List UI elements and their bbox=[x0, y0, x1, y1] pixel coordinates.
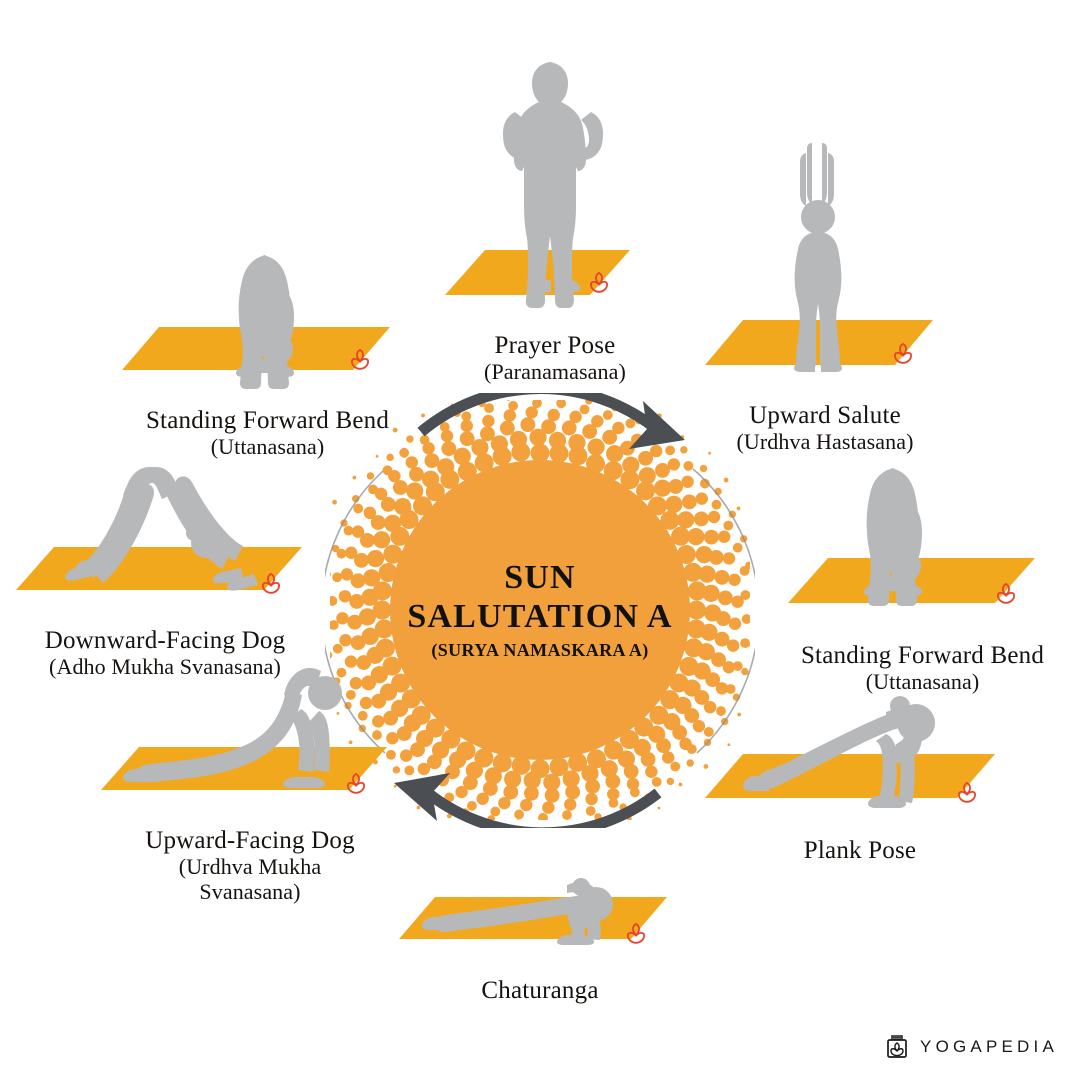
pose-caption: Chaturanga bbox=[481, 977, 598, 1005]
pose-standing-forward-bend-right[interactable]: Standing Forward Bend (Uttanasana) bbox=[775, 450, 1070, 695]
figure-silhouette bbox=[123, 668, 342, 788]
mat-lotus-icon bbox=[589, 271, 609, 293]
pose-name-en: Upward-Facing Dog bbox=[145, 827, 355, 854]
mat-lotus-icon bbox=[261, 572, 281, 594]
mat-lotus-icon bbox=[346, 772, 366, 794]
pose-illustration bbox=[430, 40, 680, 325]
mat-lotus-icon bbox=[626, 922, 646, 944]
pose-illustration bbox=[700, 125, 950, 395]
pose-name-en: Standing Forward Bend bbox=[145, 407, 390, 434]
book-lotus-icon bbox=[887, 1035, 907, 1058]
figure-silhouette bbox=[794, 143, 842, 372]
pose-name-en: Chaturanga bbox=[481, 977, 599, 1004]
mat-lotus-icon bbox=[957, 781, 977, 803]
center-title-line1: SUN bbox=[504, 559, 576, 597]
figure-silhouette bbox=[422, 878, 613, 945]
brand-name: YOGAPEDIA bbox=[920, 1037, 1058, 1056]
ring-guide-right bbox=[692, 468, 755, 754]
pose-name-sa: (Adho Mukha Svanasana) bbox=[49, 654, 281, 679]
pose-illustration bbox=[395, 855, 685, 970]
cycle-arrows bbox=[325, 393, 755, 828]
mat-lotus-icon bbox=[996, 582, 1016, 604]
mat-lotus-icon bbox=[350, 348, 370, 370]
pose-name-sa: (Uttanasana) bbox=[210, 434, 325, 459]
dotted-sun-rays bbox=[330, 400, 750, 820]
pose-name-en: Upward Salute bbox=[749, 402, 901, 429]
flow-arrow-top-head bbox=[629, 401, 685, 449]
pose-illustration bbox=[775, 450, 1070, 635]
pose-name-en: Standing Forward Bend bbox=[800, 642, 1045, 669]
pose-downward-facing-dog[interactable]: Downward-Facing Dog (Adho Mukha Svanasan… bbox=[10, 455, 320, 680]
pose-upward-salute[interactable]: Upward Salute (Urdhva Hastasana) bbox=[700, 125, 950, 455]
pose-caption: Standing Forward Bend (Uttanasana) bbox=[801, 642, 1044, 695]
pose-name-sa-line2: Svanasana) bbox=[199, 878, 301, 904]
pose-illustration bbox=[115, 245, 420, 400]
figure-silhouette bbox=[743, 696, 935, 808]
pose-caption: Prayer Pose (Paranamasana) bbox=[484, 332, 626, 385]
pose-illustration bbox=[700, 690, 1020, 830]
pose-name-en: Downward-Facing Dog bbox=[44, 627, 286, 654]
mat-lotus-icon bbox=[893, 342, 913, 364]
pose-caption: Plank Pose bbox=[804, 837, 916, 865]
pose-name-sa: (Uttanasana) bbox=[865, 669, 980, 694]
pose-name-en: Prayer Pose bbox=[494, 332, 616, 359]
pose-illustration bbox=[95, 665, 405, 820]
sun-emblem: SUN SALUTATION A (SURYA NAMASKARA A) bbox=[330, 400, 750, 820]
pose-plank-pose[interactable]: Plank Pose bbox=[700, 690, 1020, 865]
ring-guide-left bbox=[325, 470, 386, 754]
figure-silhouette bbox=[236, 255, 294, 389]
pose-caption: Upward-Facing Dog (Urdhva Mukha Svanasan… bbox=[145, 827, 355, 904]
pose-name-sa: (Paranamasana) bbox=[484, 359, 626, 384]
pose-name-sa: (Urdhva Mukha bbox=[178, 854, 322, 879]
sun-center-disc: SUN SALUTATION A (SURYA NAMASKARA A) bbox=[390, 460, 690, 760]
flow-arrow-bottom-head bbox=[394, 773, 450, 821]
flow-arrow-bottom bbox=[419, 784, 662, 828]
pose-caption: Upward Salute (Urdhva Hastasana) bbox=[736, 402, 913, 455]
figure-silhouette bbox=[503, 62, 603, 308]
pose-name-en: Plank Pose bbox=[803, 837, 917, 864]
pose-illustration bbox=[10, 455, 320, 620]
flow-arrow-top bbox=[417, 393, 659, 437]
yoga-mat bbox=[16, 547, 302, 590]
pose-caption: Standing Forward Bend (Uttanasana) bbox=[146, 407, 389, 460]
center-subtitle: (SURYA NAMASKARA A) bbox=[431, 639, 649, 660]
pose-chaturanga[interactable]: Chaturanga bbox=[395, 855, 685, 1005]
pose-name-sa: (Urdhva Hastasana) bbox=[736, 429, 914, 454]
brand-logo[interactable]: YOGAPEDIA bbox=[885, 1034, 1058, 1060]
yoga-mat bbox=[705, 320, 933, 365]
yoga-mat bbox=[705, 754, 995, 798]
pose-prayer-pose[interactable]: Prayer Pose (Paranamasana) bbox=[430, 40, 680, 385]
figure-silhouette bbox=[65, 467, 258, 591]
center-title-line2: SALUTATION A bbox=[407, 597, 673, 635]
pose-caption: Downward-Facing Dog (Adho Mukha Svanasan… bbox=[45, 627, 286, 680]
figure-silhouette bbox=[864, 468, 922, 606]
pose-standing-forward-bend-left[interactable]: Standing Forward Bend (Uttanasana) bbox=[115, 245, 420, 460]
pose-upward-facing-dog[interactable]: Upward-Facing Dog (Urdhva Mukha Svanasan… bbox=[95, 665, 405, 904]
